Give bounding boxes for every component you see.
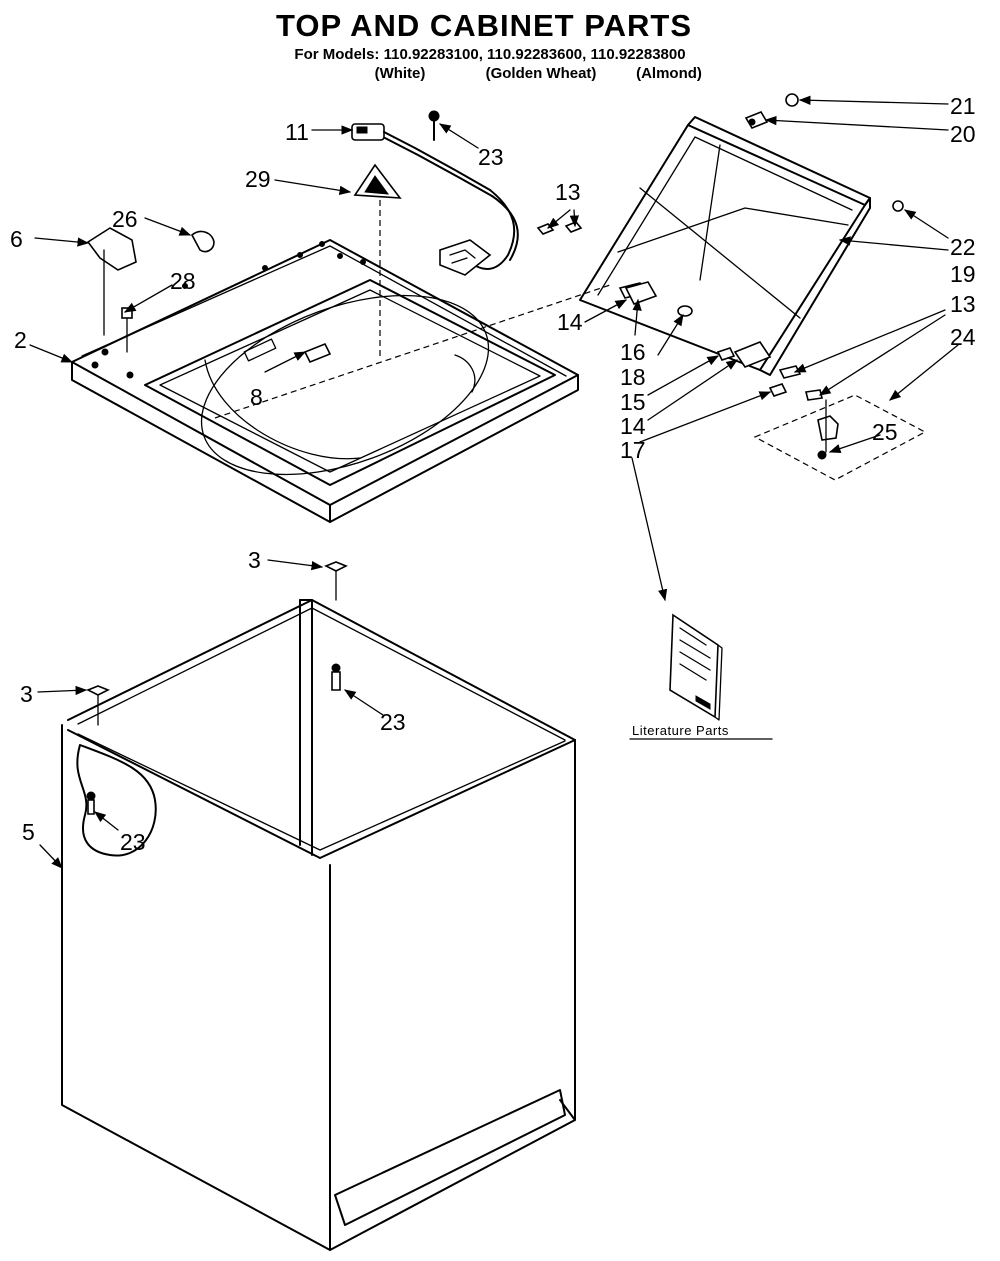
callout-23-top: 23 bbox=[478, 144, 504, 170]
callout-21: 21 bbox=[950, 93, 976, 119]
part-17 bbox=[768, 383, 788, 397]
screw-23-top bbox=[428, 110, 440, 141]
color-almond: (Almond) bbox=[636, 65, 702, 82]
pad-3-upper bbox=[324, 561, 348, 601]
callout-14-lower: 14 bbox=[620, 413, 646, 439]
latch-6 bbox=[86, 227, 137, 336]
callout-22: 22 bbox=[950, 234, 976, 260]
callout-29: 29 bbox=[245, 166, 271, 192]
part-21 bbox=[785, 93, 799, 107]
callout-25: 25 bbox=[872, 419, 898, 445]
part-18 bbox=[716, 347, 736, 361]
panel-24 bbox=[753, 394, 927, 481]
callout-23-cutaway: 23 bbox=[120, 829, 146, 855]
leader-lines bbox=[29, 95, 959, 869]
diagram-title: TOP AND CABINET PARTS bbox=[276, 8, 692, 43]
top-panel bbox=[71, 239, 579, 523]
callout-26: 26 bbox=[112, 206, 138, 232]
callout-3-lower: 3 bbox=[20, 681, 33, 707]
cabinet bbox=[61, 599, 576, 1251]
bracket-29 bbox=[353, 163, 402, 199]
callout-24: 24 bbox=[950, 324, 976, 350]
pad-3-lower bbox=[86, 685, 110, 726]
callout-2: 2 bbox=[14, 327, 27, 353]
callout-11: 11 bbox=[285, 119, 309, 145]
models-line: For Models: 110.92283100, 110.92283600, … bbox=[294, 46, 685, 63]
part-13-lower bbox=[778, 365, 823, 401]
callout-19: 19 bbox=[950, 261, 976, 287]
callout-15: 15 bbox=[620, 389, 646, 415]
callout-16: 16 bbox=[620, 339, 646, 365]
literature-label: Literature Parts bbox=[632, 723, 729, 738]
callout-23-cabinet: 23 bbox=[380, 709, 406, 735]
callout-3-upper: 3 bbox=[248, 547, 261, 573]
callout-6: 6 bbox=[10, 226, 23, 252]
part-20 bbox=[744, 111, 769, 129]
callout-28: 28 bbox=[170, 268, 196, 294]
callout-18: 18 bbox=[620, 364, 646, 390]
color-white: (White) bbox=[375, 65, 426, 82]
clip-26 bbox=[190, 230, 215, 253]
literature-booklet bbox=[669, 613, 723, 721]
lid-switch-harness bbox=[351, 123, 519, 276]
part-28 bbox=[121, 307, 133, 353]
callout-17: 17 bbox=[620, 437, 646, 463]
part-14-upper bbox=[624, 281, 658, 305]
part-22 bbox=[892, 200, 904, 212]
callout-13-upper: 13 bbox=[555, 179, 581, 205]
screw-23-cabinet bbox=[331, 663, 341, 691]
part-8 bbox=[303, 342, 332, 364]
callout-14-upper: 14 bbox=[557, 309, 583, 335]
color-golden-wheat: (Golden Wheat) bbox=[486, 65, 597, 82]
lid bbox=[579, 116, 871, 376]
part-16 bbox=[677, 305, 693, 317]
callout-20: 20 bbox=[950, 121, 976, 147]
callout-8: 8 bbox=[250, 384, 263, 410]
callout-13-lower: 13 bbox=[950, 291, 976, 317]
callout-5: 5 bbox=[22, 819, 35, 845]
